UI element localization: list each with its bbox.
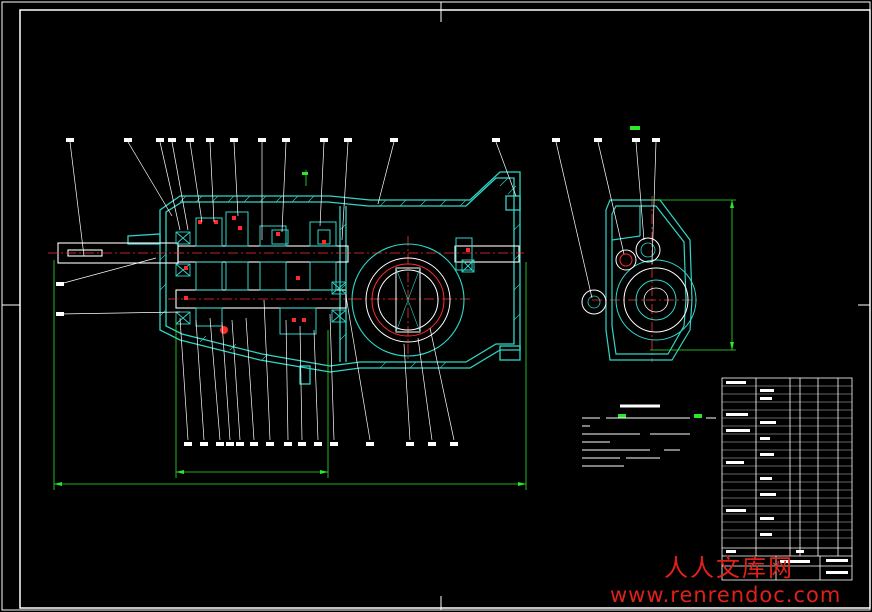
centerlines bbox=[48, 196, 700, 362]
watermark-site-name: 人人文库网 bbox=[664, 554, 794, 582]
watermark-url[interactable]: www.renrendoc.com bbox=[610, 583, 842, 607]
gear-tooth-marks bbox=[184, 216, 470, 334]
side-view-housing bbox=[605, 199, 693, 361]
side-view-gears bbox=[581, 237, 697, 341]
housing-hatching bbox=[159, 177, 521, 369]
gear-stack bbox=[195, 211, 473, 335]
leader-lines-top bbox=[69, 141, 657, 299]
leader-lines-bottom bbox=[59, 257, 455, 441]
output-gear-section bbox=[351, 243, 465, 357]
drawing-frame bbox=[19, 9, 871, 609]
parts-list-rows bbox=[722, 385, 852, 539]
part-number-tags bbox=[56, 138, 660, 446]
technical-notes bbox=[582, 404, 716, 467]
dimension-lines bbox=[53, 170, 736, 490]
title-block bbox=[721, 377, 853, 581]
transmission-housing bbox=[127, 171, 521, 385]
dimension-arrows bbox=[54, 126, 734, 486]
parts-list-entries bbox=[726, 381, 848, 574]
